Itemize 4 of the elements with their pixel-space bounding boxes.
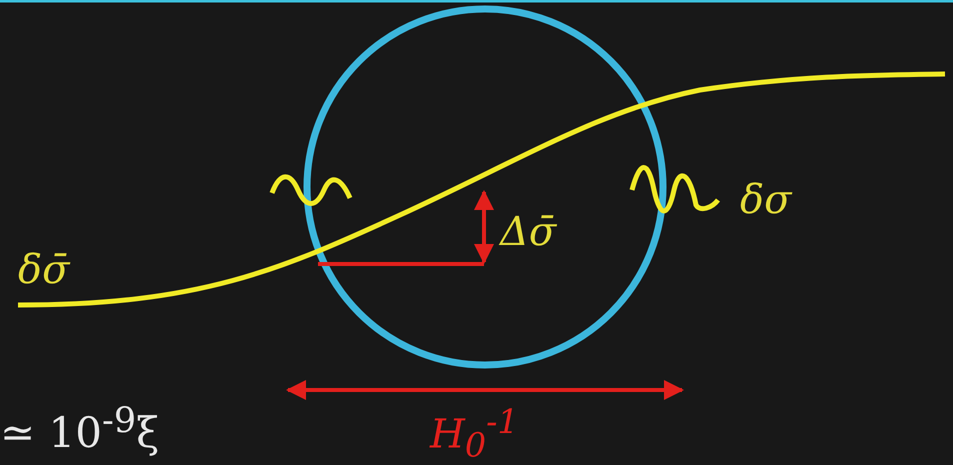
field-label: δσ xyxy=(740,180,792,220)
displacement-label: Δσ̄ xyxy=(500,212,556,252)
field-label: δσ̄ xyxy=(18,250,70,290)
amplitude-formula: ≃ 10$^{-9}$ξ xyxy=(0,400,160,458)
